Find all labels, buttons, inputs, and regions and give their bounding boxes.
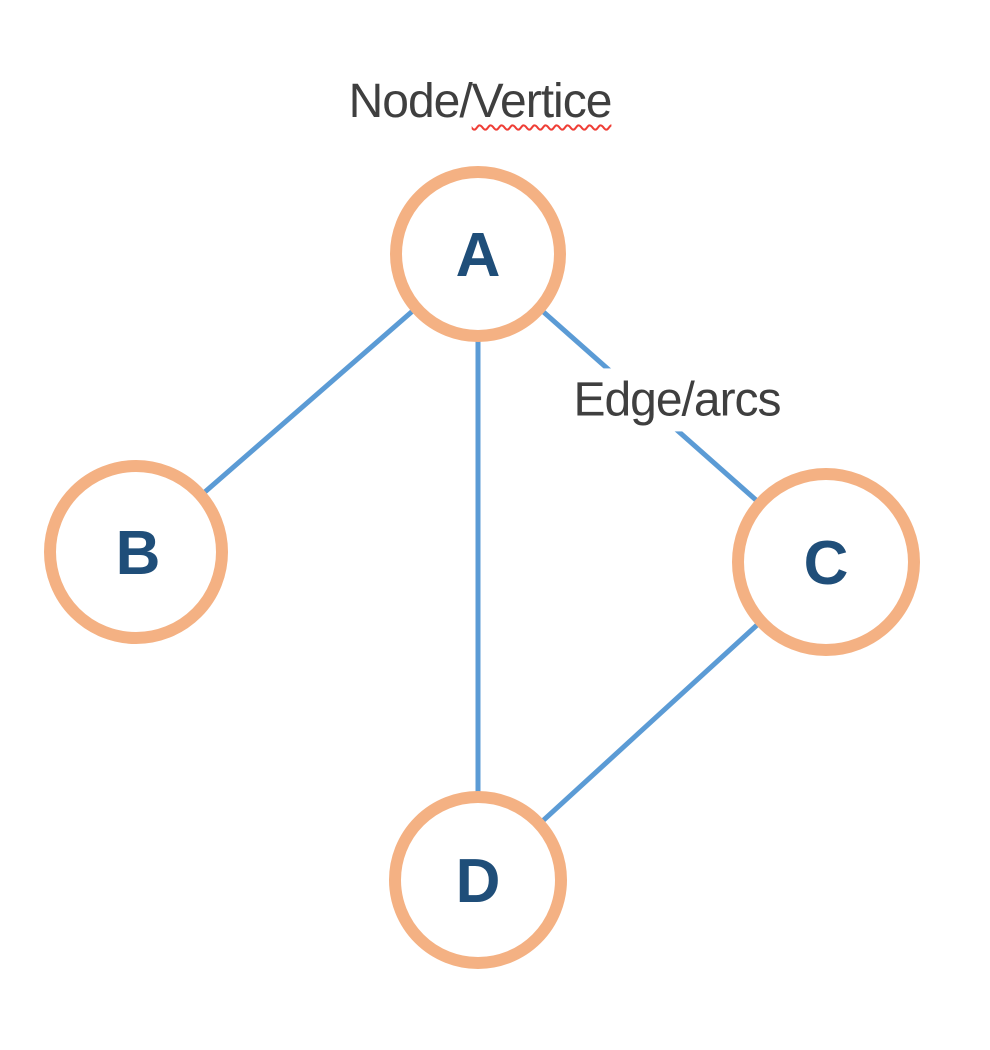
node-c-circle [732, 468, 920, 656]
edge-arcs-label: Edge/arcs [563, 368, 791, 432]
node-d-circle [389, 791, 567, 969]
node-a-circle [390, 166, 566, 342]
node-b-circle [44, 460, 228, 644]
diagram-title: Node/Vertice [348, 74, 613, 129]
node-d-label: D [456, 847, 501, 916]
node-b-label: B [116, 519, 161, 588]
node-a-label: A [456, 221, 501, 290]
title-misspelled-text: Vertice [471, 75, 613, 128]
node-c-label: C [804, 529, 849, 598]
title-prefix-text: Node/ [348, 75, 473, 128]
